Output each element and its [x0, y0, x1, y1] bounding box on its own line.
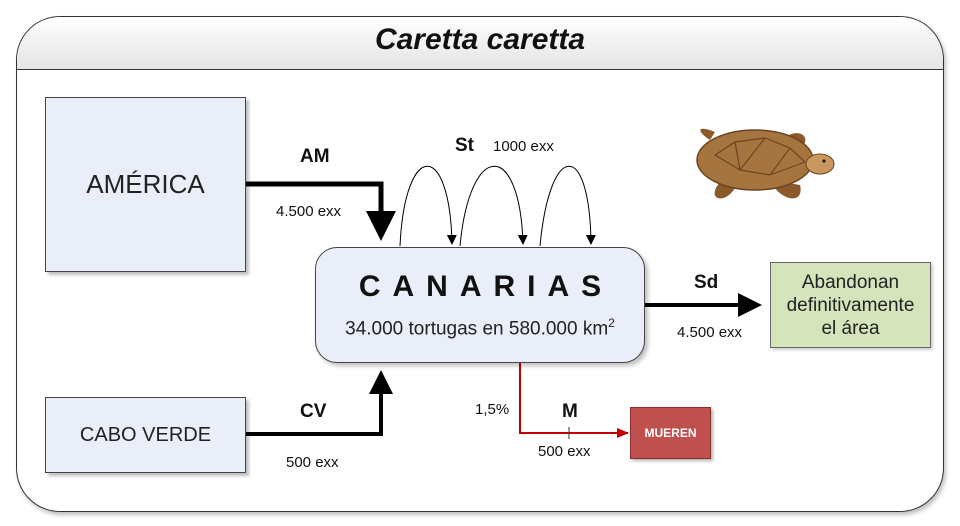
cv-code-label: CV — [300, 401, 327, 422]
cv-amount-label: 500 exx — [286, 454, 339, 471]
m-flow-arrow — [519, 363, 629, 438]
canarias-description-text: 34.000 tortugas en 580.000 km — [345, 318, 609, 340]
m-rate-label: 1,5% — [475, 401, 510, 418]
sea-turtle-icon — [696, 128, 835, 199]
abandon-line-1: Abandonan — [801, 271, 900, 293]
am-amount-label: 4.500 exx — [276, 203, 342, 220]
abandon-area-box: Abandonan definitivamente el área — [770, 262, 931, 348]
canarias-name: CANARIAS — [358, 269, 614, 303]
area-unit-superscript: 2 — [608, 315, 615, 330]
title-bar: Caretta caretta — [17, 17, 943, 70]
region-america: AMÉRICA — [45, 97, 246, 272]
m-amount-label: 500 exx — [538, 443, 591, 460]
st-loop-arrow-3 — [539, 165, 596, 247]
canarias-description: 34.000 tortugas en 580.000 km2 — [345, 316, 615, 340]
sd-code-label: Sd — [694, 272, 719, 293]
st-loop-arrow-1 — [399, 165, 457, 247]
diagram-title: Caretta caretta — [374, 23, 586, 56]
sd-amount-label: 4.500 exx — [677, 324, 743, 341]
mueren-box: MUEREN — [630, 407, 711, 459]
region-canarias: CANARIAS 34.000 tortugas en 580.000 km2 — [315, 247, 645, 363]
st-code-label: St — [455, 135, 474, 156]
am-flow-arrow — [246, 181, 396, 241]
cv-flow-arrow — [246, 370, 393, 436]
st-amount-label: 1000 exx — [493, 138, 554, 155]
st-loop-arrow-2 — [459, 165, 528, 247]
abandon-line-3: el área — [821, 317, 880, 339]
m-code-label: M — [562, 401, 578, 422]
region-cabo-verde: CABO VERDE — [45, 397, 246, 473]
abandon-line-2: definitivamente — [786, 294, 915, 316]
am-code-label: AM — [300, 146, 330, 167]
